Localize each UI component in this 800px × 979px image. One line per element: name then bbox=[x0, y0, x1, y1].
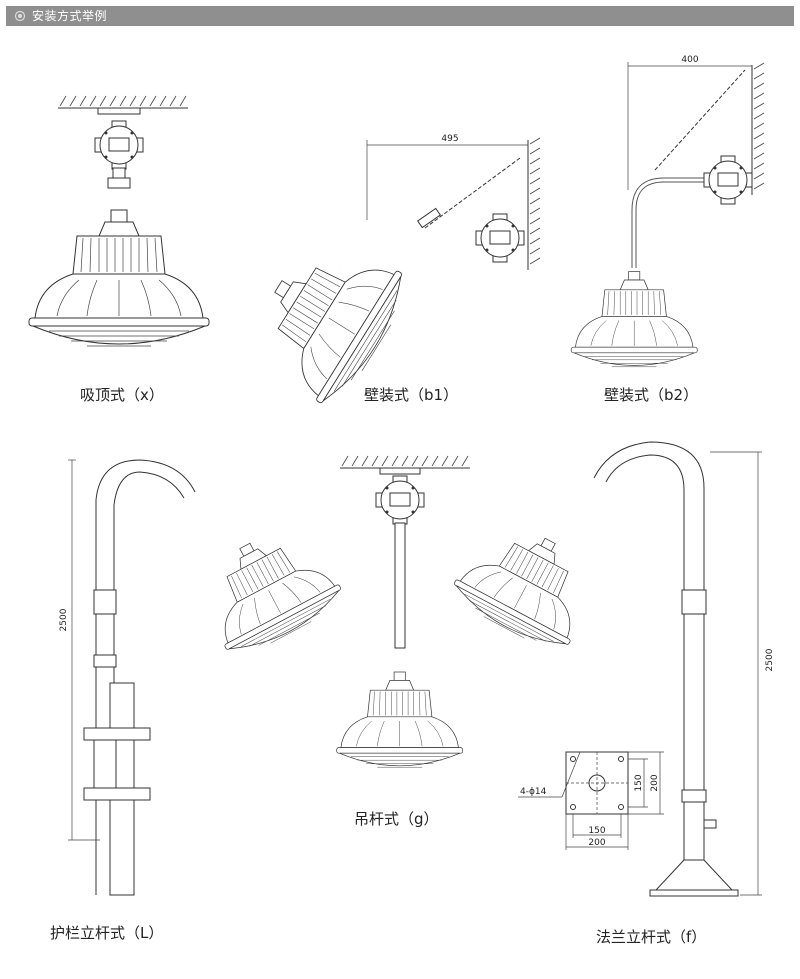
flange-outer-height-dim: 200 bbox=[650, 774, 660, 791]
caption-guardrail-pole: 护栏立杆式（L） bbox=[50, 924, 164, 942]
flange-inner-width-dim: 150 bbox=[588, 826, 605, 836]
b2-width-dim: 400 bbox=[681, 55, 698, 65]
l-height-dim: 2500 bbox=[59, 608, 69, 631]
flange-pole-drawing: 2500 150 200 150 bbox=[446, 441, 775, 897]
pendant-rod-drawing bbox=[336, 455, 471, 768]
guardrail-pole-drawing: 2500 bbox=[59, 459, 349, 896]
flange-outer-width-dim: 200 bbox=[588, 838, 605, 848]
wall-mount-b2-drawing: 400 bbox=[570, 55, 765, 368]
caption-wall-mount-b1: 壁装式（b1） bbox=[364, 386, 459, 404]
flange-hole-dim: 4-ϕ14 bbox=[520, 787, 547, 797]
flange-inner-height-dim: 150 bbox=[634, 774, 644, 791]
wall-mount-b1-drawing: 495 bbox=[237, 134, 541, 414]
section-title: 安装方式举例 bbox=[32, 9, 108, 23]
caption-wall-mount-b2: 壁装式（b2） bbox=[604, 386, 699, 404]
caption-pendant-rod: 吊杆式（g） bbox=[354, 810, 439, 828]
b1-width-dim: 495 bbox=[441, 134, 458, 144]
section-header: 安装方式举例 bbox=[6, 6, 794, 26]
caption-flange-pole: 法兰立杆式（f） bbox=[596, 928, 707, 946]
circle-bullet-icon bbox=[14, 10, 26, 22]
f-height-dim: 2500 bbox=[765, 648, 775, 671]
caption-ceiling-mount: 吸顶式（x） bbox=[80, 386, 164, 404]
ceiling-mount-drawing bbox=[28, 95, 210, 347]
